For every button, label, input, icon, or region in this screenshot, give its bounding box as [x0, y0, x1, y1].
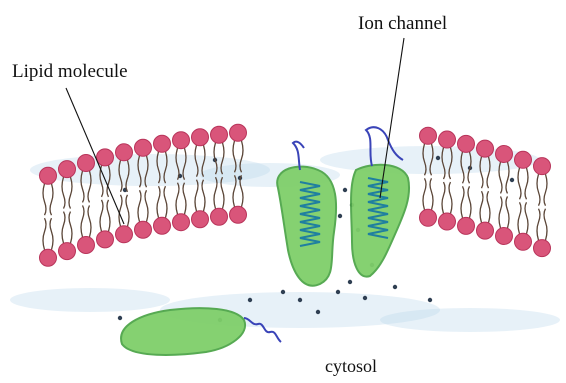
ion-dot-icon: [363, 296, 367, 300]
lipid-molecule-icon: [534, 240, 551, 257]
lipid-molecule-icon: [496, 227, 513, 244]
lipid-tail: [62, 212, 65, 244]
lipid-molecule-icon: [59, 161, 76, 178]
lipid-tail: [164, 186, 167, 218]
lipid-molecule-label: Lipid molecule: [12, 62, 128, 81]
lipid-tail: [499, 196, 502, 228]
watercolor-wash: [10, 288, 170, 312]
lipid-tail: [145, 190, 148, 222]
lipid-tail: [81, 205, 84, 237]
channel-subunit: [277, 167, 336, 286]
lipid-molecule-icon: [192, 129, 209, 146]
lipid-tail: [442, 182, 445, 214]
lipid-tail: [518, 202, 521, 234]
lipid-molecule-icon: [173, 214, 190, 231]
lipid-molecule-icon: [420, 127, 437, 144]
lipid-tail: [157, 186, 160, 218]
lipid-molecule-icon: [477, 222, 494, 239]
ion-dot-icon: [248, 298, 252, 302]
lipid-tail: [525, 202, 528, 234]
lipid-tail: [43, 218, 46, 250]
cytosol-label: cytosol: [325, 357, 377, 375]
lipid-molecule-icon: [78, 236, 95, 253]
lipid-tail: [107, 200, 110, 232]
lipid-molecule-icon: [439, 131, 456, 148]
lipid-tail: [423, 178, 426, 210]
lipid-tail: [468, 186, 471, 218]
lipid-molecule-icon: [230, 206, 247, 223]
lipid-tail: [69, 212, 72, 244]
lipid-molecule-icon: [192, 211, 209, 228]
lipid-tail: [183, 183, 186, 215]
ion-dot-icon: [118, 316, 122, 320]
lipid-molecule-icon: [40, 249, 57, 266]
lipid-molecule-icon: [116, 144, 133, 161]
lipid-molecule-icon: [97, 149, 114, 166]
lipid-tail: [43, 184, 46, 216]
ion-dot-icon: [436, 156, 440, 160]
ion-dot-icon: [298, 298, 302, 302]
lipid-molecule-icon: [78, 154, 95, 171]
lipid-molecule-icon: [59, 243, 76, 260]
lipid-molecule-icon: [496, 145, 513, 162]
lipid-tail: [119, 195, 122, 227]
lipid-molecule-icon: [420, 209, 437, 226]
lipid-tail: [100, 200, 103, 232]
lipid-tail: [126, 195, 129, 227]
ion-dot-icon: [348, 280, 352, 284]
lipid-molecule-icon: [211, 208, 228, 225]
lipid-tail: [544, 174, 547, 206]
ion-dot-icon: [336, 290, 340, 294]
ion-dot-icon: [281, 290, 285, 294]
lipid-molecule-icon: [439, 213, 456, 230]
lipid-molecule-icon: [40, 167, 57, 184]
lipid-molecule-icon: [458, 135, 475, 152]
lipid-molecule-icon: [135, 139, 152, 156]
lipid-tail: [487, 191, 490, 223]
lipid-tail: [138, 190, 141, 222]
lipid-molecule-icon: [515, 233, 532, 250]
lipid-tail: [525, 168, 528, 200]
lipid-tail: [62, 177, 65, 209]
ion-dot-icon: [338, 214, 342, 218]
lipid-tail: [449, 182, 452, 214]
lipid-molecule-icon: [154, 135, 171, 152]
ion-dot-icon: [316, 310, 320, 314]
lipid-tail: [430, 178, 433, 210]
lipid-tail: [480, 191, 483, 223]
watercolor-wash: [380, 308, 560, 332]
lipid-molecule-icon: [230, 124, 247, 141]
lipid-tail: [202, 180, 205, 212]
lipid-tail: [544, 209, 547, 241]
lipid-molecule-icon: [135, 221, 152, 238]
lipid-tail: [537, 174, 540, 206]
ion-dot-icon: [428, 298, 432, 302]
lipid-molecule-icon: [477, 140, 494, 157]
lipid-tail: [518, 168, 521, 200]
lipid-tail: [50, 184, 53, 216]
lipid-molecule-icon: [173, 132, 190, 149]
lipid-tail: [88, 205, 91, 237]
lipid-molecule-icon: [515, 151, 532, 168]
lipid-tail: [176, 183, 179, 215]
lipid-molecule-icon: [458, 217, 475, 234]
lipid-molecule-icon: [116, 226, 133, 243]
peripheral-protein-body: [121, 308, 245, 355]
lipid-tail: [537, 209, 540, 241]
lipid-molecule-icon: [154, 217, 171, 234]
lipid-tail: [461, 186, 464, 218]
lipid-molecule-icon: [534, 158, 551, 175]
ion-dot-icon: [510, 178, 514, 182]
lipid-tail: [506, 196, 509, 228]
lipid-tail: [50, 218, 53, 250]
lipid-molecule-icon: [211, 126, 228, 143]
lipid-molecule-icon: [97, 231, 114, 248]
ion-channel-label: Ion channel: [358, 14, 447, 33]
ion-dot-icon: [393, 285, 397, 289]
ion-dot-icon: [343, 188, 347, 192]
